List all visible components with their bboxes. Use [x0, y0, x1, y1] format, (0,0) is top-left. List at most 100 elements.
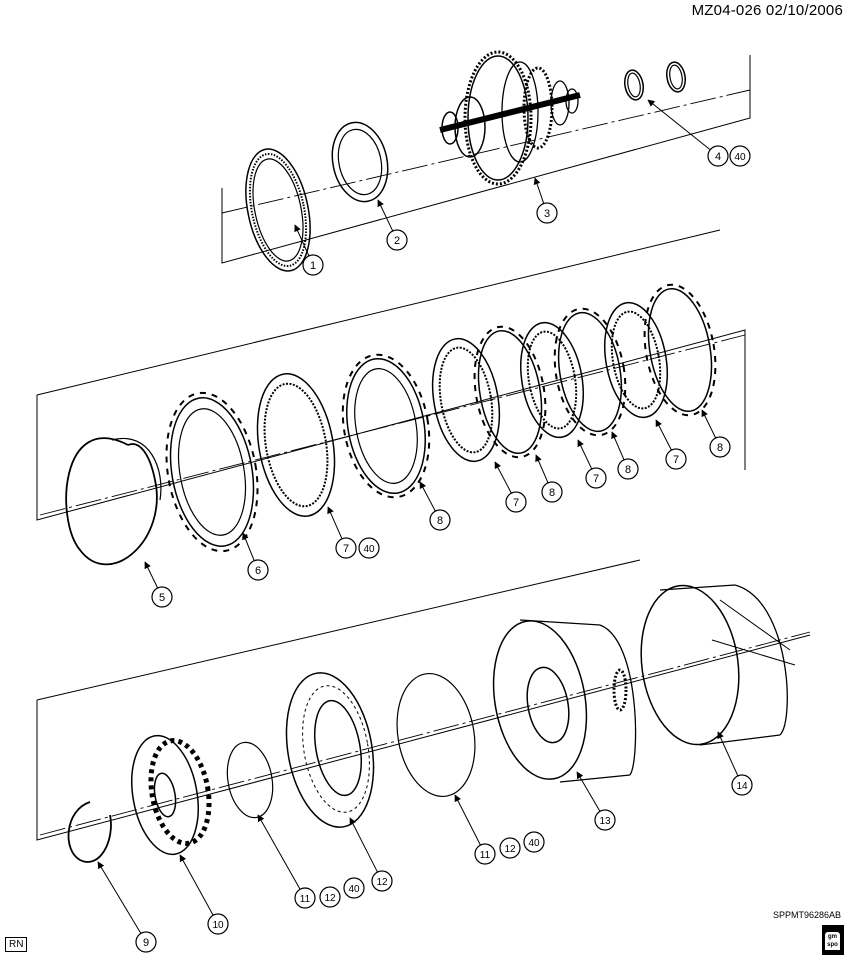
callout-number: 7 — [343, 543, 349, 555]
callout-4: 4 — [647, 99, 729, 167]
part-2-thrust-washer — [331, 121, 389, 203]
callout-40: 40 — [523, 831, 545, 853]
part-7-clutch-plate — [256, 373, 336, 517]
callout-circle — [294, 887, 316, 909]
callout-7: 7 — [327, 506, 357, 559]
callout-number: 8 — [717, 442, 723, 454]
part-11-seal-small — [226, 741, 274, 819]
callout-circle — [617, 458, 639, 480]
callout-12: 12 — [499, 837, 521, 859]
callout-leader — [494, 461, 512, 494]
part-12-piston — [285, 672, 375, 828]
callout-number: 3 — [544, 208, 550, 220]
callout-number: 11 — [300, 894, 311, 905]
callout-circle — [709, 436, 731, 458]
callout-circle — [474, 843, 496, 865]
callout-circle — [343, 877, 365, 899]
callout-7: 7 — [494, 461, 527, 513]
callout-circle — [499, 837, 521, 859]
callout-circle — [665, 448, 687, 470]
callout-leader — [701, 409, 717, 439]
callout-leader — [535, 454, 549, 484]
callout-8: 8 — [535, 454, 563, 503]
callout-leader — [611, 431, 625, 461]
callout-number: 7 — [593, 473, 599, 485]
callout-number: 40 — [734, 152, 746, 163]
callout-2: 2 — [377, 199, 408, 251]
panel-frame-middle — [36, 229, 746, 521]
panel-frame-top — [221, 55, 751, 264]
callout-number: 8 — [625, 464, 631, 476]
callout-number: 8 — [437, 515, 443, 527]
panel-frame-bottom — [36, 559, 811, 841]
callout-number: 40 — [363, 544, 375, 555]
callout-leader — [377, 199, 394, 232]
callout-7: 7 — [655, 419, 687, 470]
callout-leader — [655, 419, 672, 451]
callout-9: 9 — [97, 861, 157, 953]
callout-circle — [386, 229, 408, 251]
callout-leader — [419, 481, 436, 512]
callout-circle — [207, 913, 229, 935]
callout-leader — [97, 861, 142, 934]
callout-leader — [144, 561, 159, 589]
callout-circle — [319, 886, 341, 908]
callout-circle — [585, 467, 607, 489]
callout-number: 14 — [736, 781, 748, 792]
callout-leader — [454, 794, 481, 846]
callout-number: 8 — [549, 487, 555, 499]
callout-number: 10 — [212, 920, 224, 931]
callout-leader — [717, 731, 739, 777]
clutch-pack — [431, 283, 717, 463]
callout-3: 3 — [533, 177, 558, 224]
part-5-snap-ring — [65, 437, 162, 566]
callout-40: 40 — [343, 877, 365, 899]
callout-leader — [242, 532, 255, 561]
callout-circle — [151, 586, 173, 608]
callout-circle — [335, 537, 357, 559]
diagram-code: MZ04-026 02/10/2006 — [691, 2, 843, 19]
part-13-clutch-housing — [492, 619, 637, 783]
callout-leader — [533, 177, 545, 204]
callout-8: 8 — [701, 409, 731, 458]
part-14-drum — [640, 584, 796, 746]
callout-number: 1 — [310, 260, 316, 272]
callout-12: 12 — [319, 886, 341, 908]
callout-11: 11 — [454, 794, 496, 865]
callout-40: 40 — [358, 537, 380, 559]
callout-circle — [505, 491, 527, 513]
callout-leader — [179, 854, 214, 916]
callout-number: 2 — [394, 235, 400, 247]
callout-6: 6 — [242, 532, 269, 581]
callout-number: 13 — [599, 816, 611, 827]
axis-lines — [39, 89, 811, 836]
callout-circle — [594, 809, 616, 831]
callout-leader — [349, 817, 378, 873]
callout-circle — [536, 202, 558, 224]
callout-circle — [371, 870, 393, 892]
callout-number: 5 — [159, 592, 165, 604]
callout-10: 10 — [179, 854, 229, 935]
callout-13: 13 — [576, 771, 616, 831]
rn-label: RN — [5, 937, 28, 952]
callout-40: 40 — [729, 145, 751, 167]
callout-number: 6 — [255, 565, 261, 577]
callout-14: 14 — [717, 731, 753, 796]
callout-leader — [294, 224, 310, 257]
part-3-gear-shaft-assembly — [439, 50, 581, 186]
callout-number: 7 — [513, 497, 519, 509]
callout-number: 7 — [673, 454, 679, 466]
callout-circle — [731, 774, 753, 796]
callout-circle — [135, 931, 157, 953]
callout-8: 8 — [611, 431, 639, 480]
part-6-backing-plate — [165, 391, 259, 553]
callout-circle — [707, 145, 729, 167]
callout-7: 7 — [577, 439, 607, 489]
callout-number: 11 — [480, 850, 491, 861]
callout-leader — [257, 814, 301, 890]
callout-number: 12 — [504, 844, 516, 855]
reference-code: SPPMT96286AB — [772, 910, 841, 920]
